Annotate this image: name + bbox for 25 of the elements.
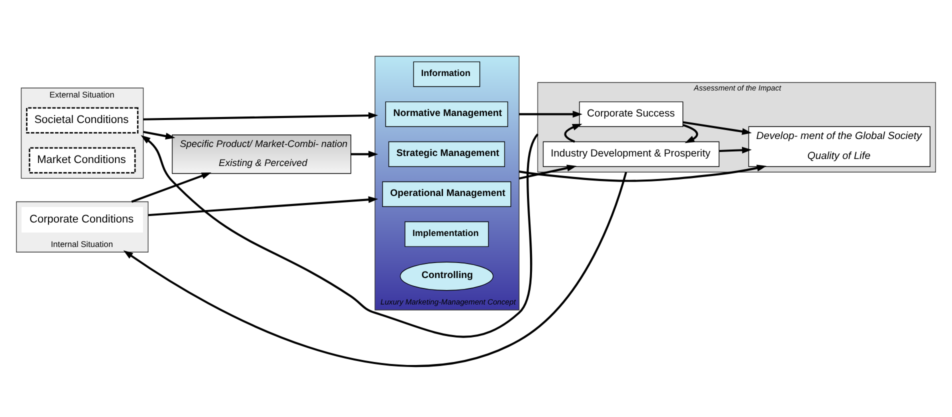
arrow — [564, 124, 582, 143]
node-box: Specific Product/ Market-Combi- nation Existing & Perceived — [172, 134, 352, 174]
arrow — [131, 172, 212, 203]
node-box: Normative Management — [385, 101, 508, 127]
node-box: Corporate Success — [579, 101, 684, 127]
arrow — [518, 164, 577, 180]
arrow — [143, 112, 378, 120]
node-box: Societal Conditions — [26, 107, 138, 134]
node-box: Industry Development & Prosperity — [542, 141, 720, 167]
arrow — [719, 146, 752, 154]
node-box: Market Conditions — [28, 147, 136, 174]
arrow — [682, 124, 698, 144]
node-box: Develop- ment of the Global Society Quality of Life — [748, 126, 930, 167]
node-ellipse: Controlling — [400, 262, 494, 291]
arrow — [148, 196, 378, 216]
node-box: Information — [413, 61, 480, 87]
arrow — [143, 130, 176, 140]
arrow — [519, 110, 582, 118]
node-box: Operational Management — [382, 181, 512, 207]
arrow — [682, 121, 752, 135]
arrow — [350, 150, 378, 158]
node-box: Implementation — [404, 221, 489, 247]
arrow — [123, 172, 628, 367]
arrow — [518, 164, 767, 182]
node-box: Strategic Management — [388, 141, 505, 167]
